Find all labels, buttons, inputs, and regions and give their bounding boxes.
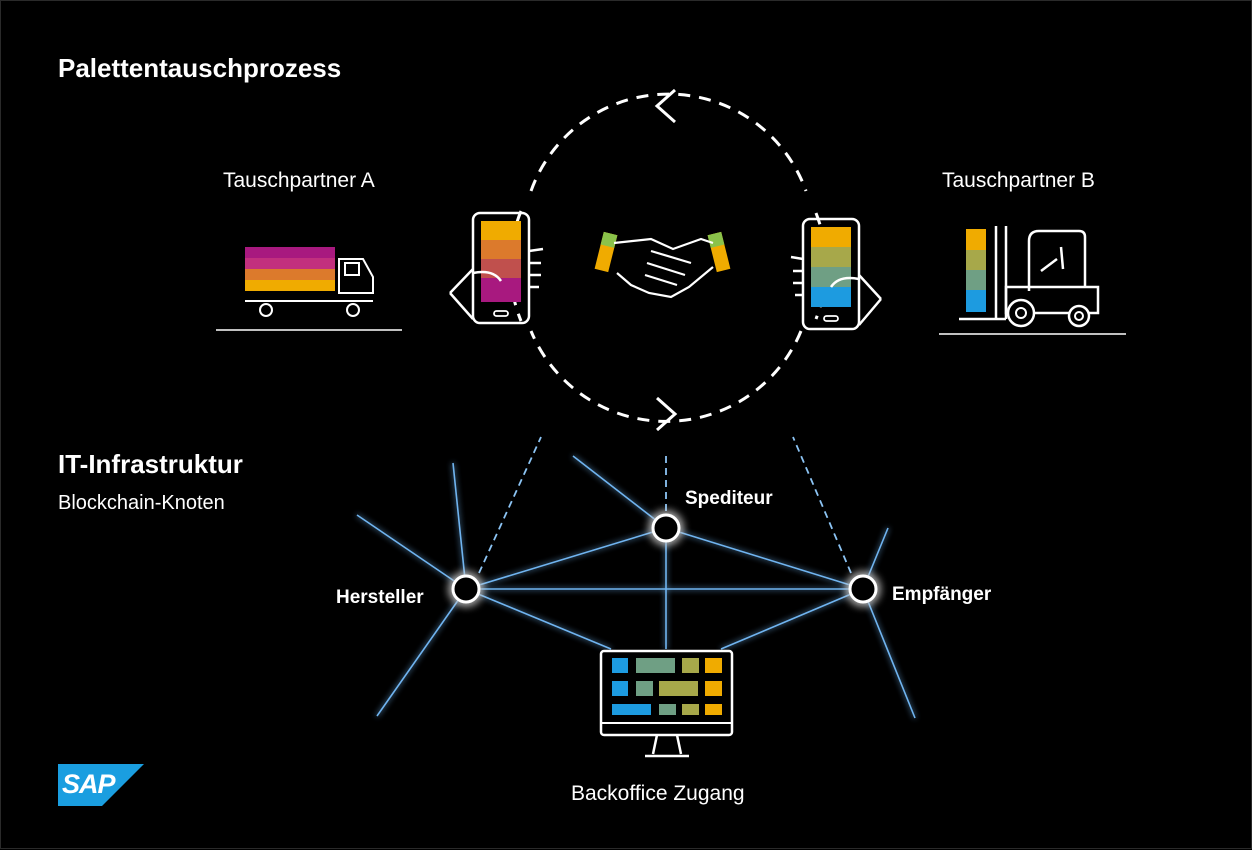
exchange-cycle bbox=[508, 88, 828, 432]
monitor-icon bbox=[599, 649, 734, 758]
sap-logo-text: SAP bbox=[62, 769, 116, 799]
infrastructure-subtitle: Blockchain-Knoten bbox=[58, 492, 225, 514]
node-spediteur bbox=[651, 513, 681, 543]
arrow-left-icon bbox=[654, 88, 676, 124]
sap-logo-shape bbox=[58, 764, 144, 806]
node-hersteller bbox=[451, 574, 481, 604]
arrow-right-icon bbox=[656, 396, 678, 432]
node-empfaenger bbox=[848, 574, 878, 604]
partner-a-label: Tauschpartner A bbox=[223, 169, 375, 192]
node-label-spediteur: Spediteur bbox=[685, 488, 773, 509]
node-label-hersteller: Hersteller bbox=[336, 587, 424, 608]
phone-left-icon bbox=[449, 211, 544, 325]
partner-b-label: Tauschpartner B bbox=[942, 169, 1095, 192]
forklift-icon bbox=[939, 226, 1126, 335]
process-title: Palettentauschprozess bbox=[58, 53, 342, 83]
blockchain-network bbox=[356, 436, 916, 719]
truck-icon bbox=[216, 247, 402, 331]
phone-right-icon bbox=[790, 217, 882, 331]
infrastructure-title: IT-Infrastruktur bbox=[58, 449, 243, 479]
handshake-icon bbox=[594, 231, 731, 299]
backoffice-label: Backoffice Zugang bbox=[571, 782, 745, 805]
sap-logo: SAP bbox=[58, 764, 144, 806]
node-label-empfaenger: Empfänger bbox=[892, 584, 992, 605]
